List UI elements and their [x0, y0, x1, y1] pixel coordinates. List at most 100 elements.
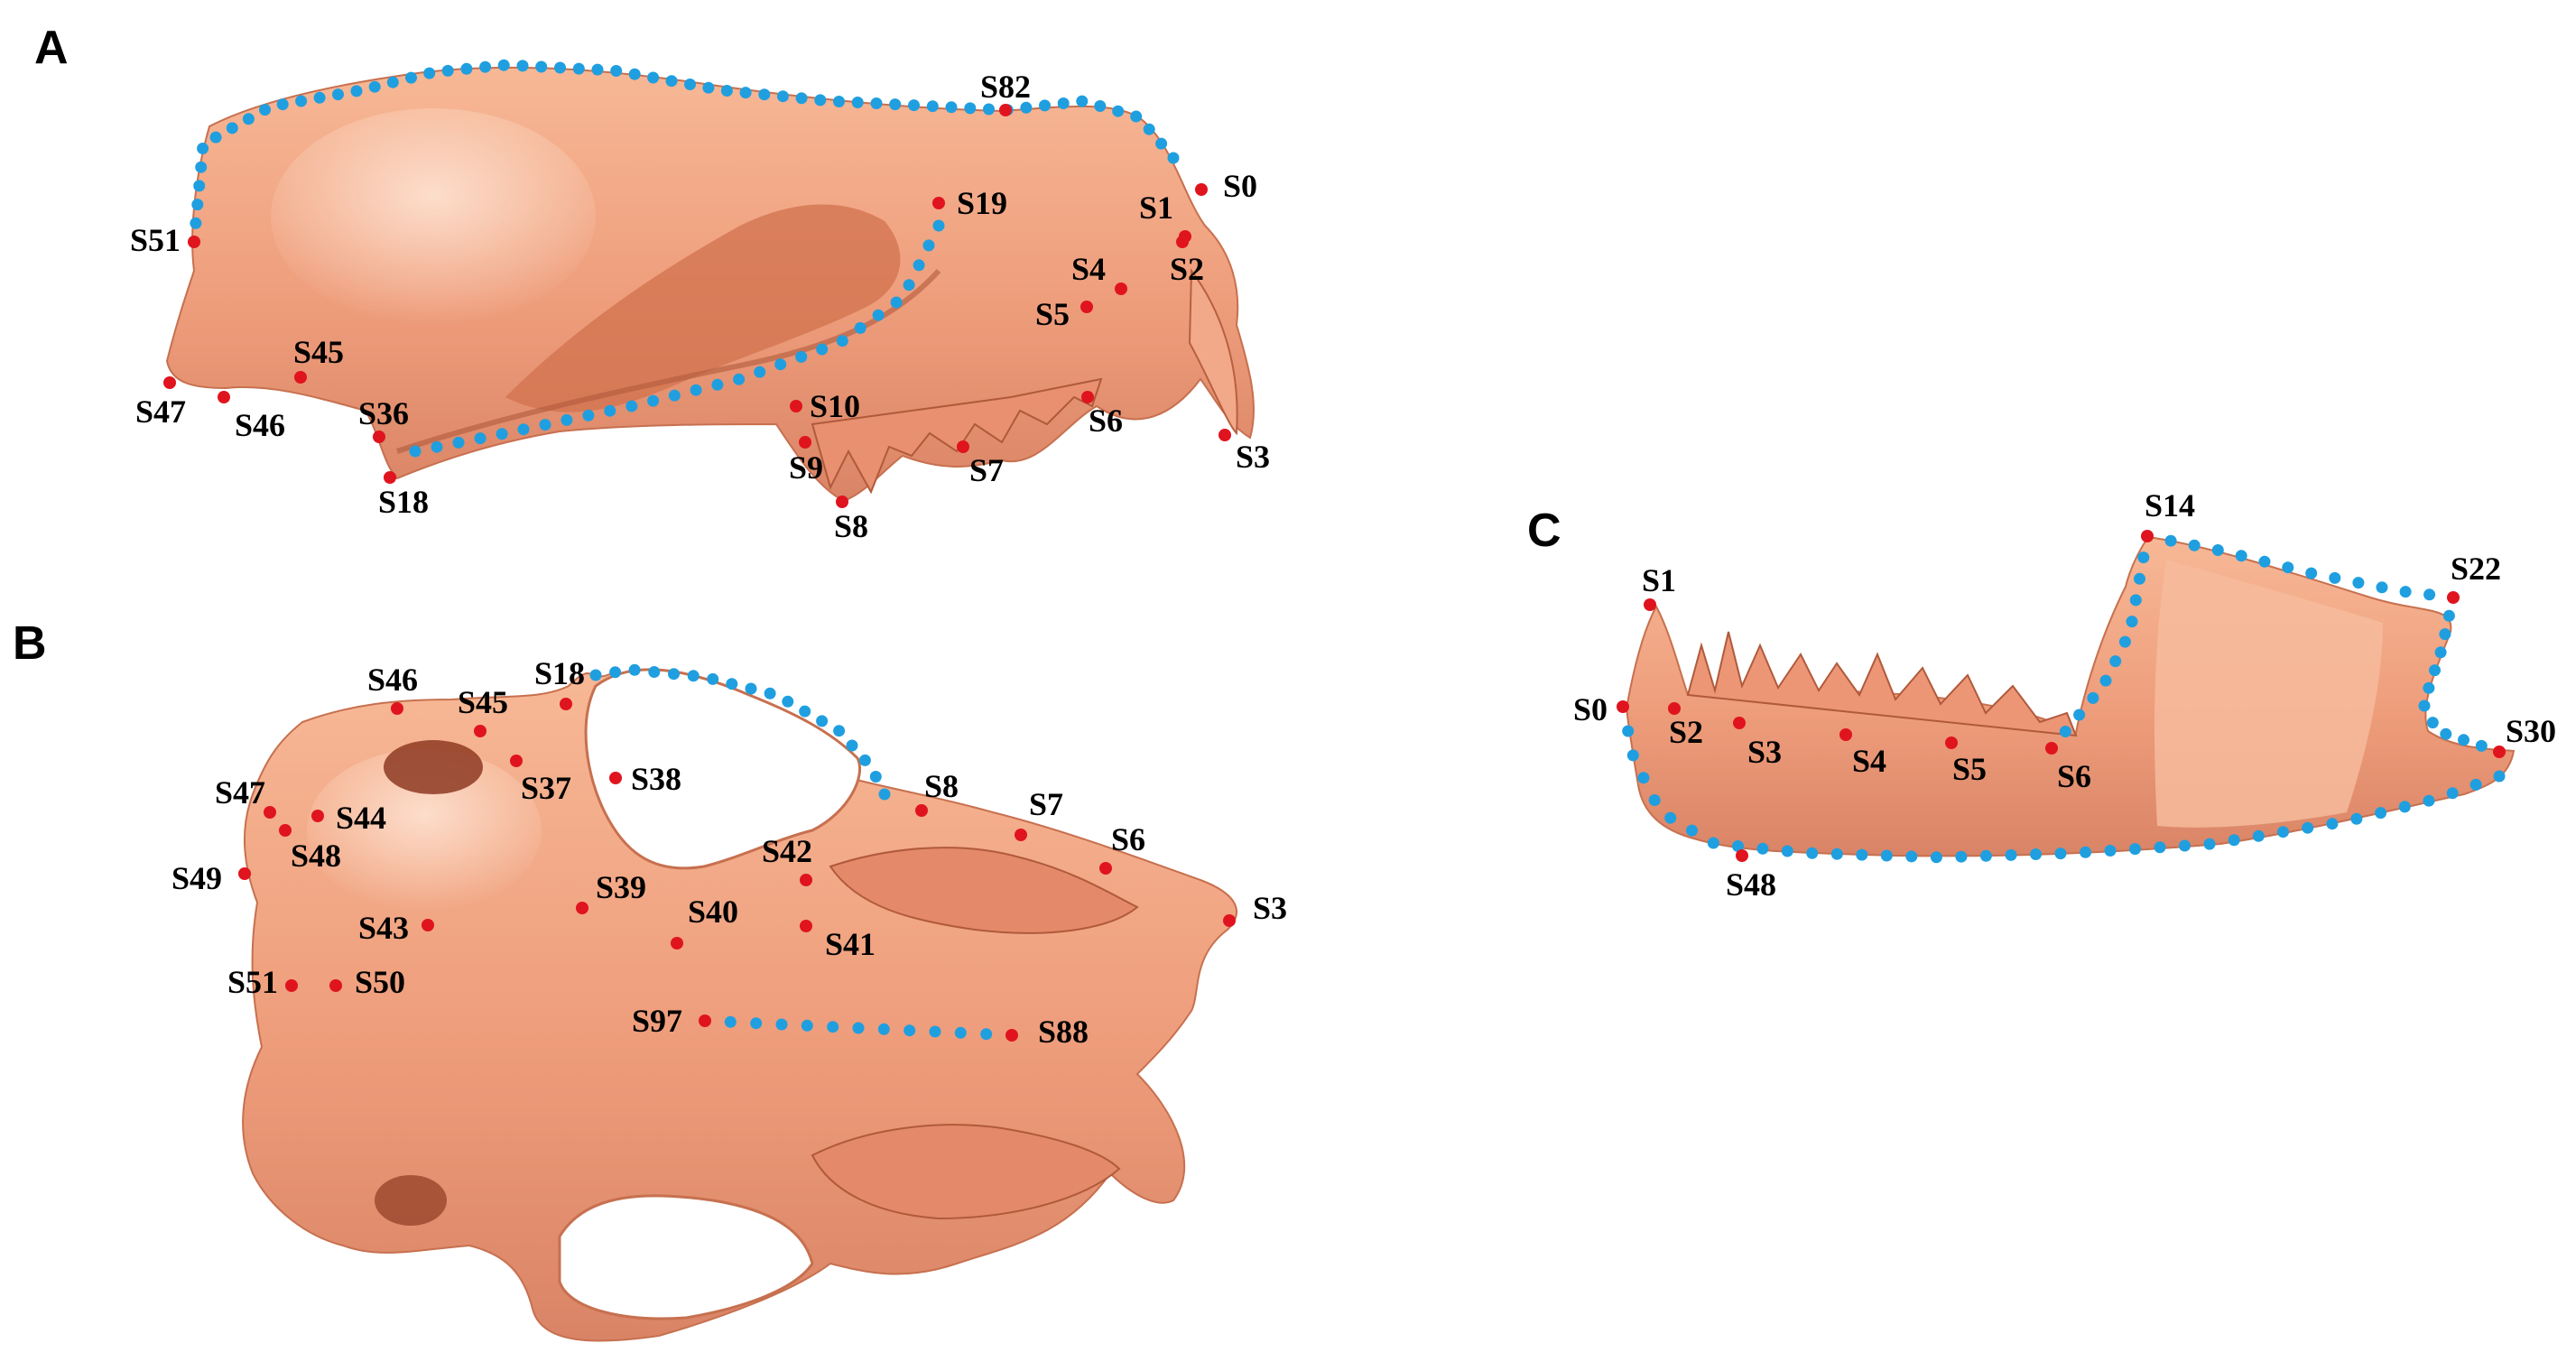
semilandmark-point [2118, 635, 2131, 648]
semilandmark-point [2376, 581, 2388, 594]
semilandmark-point [816, 343, 829, 356]
semilandmark-point [209, 131, 222, 144]
landmark-point-b-s8 [915, 804, 928, 817]
semilandmark-point [707, 672, 719, 685]
semilandmark-point [869, 771, 882, 783]
semilandmark-point [945, 101, 958, 114]
semilandmark-point [1880, 849, 1893, 862]
landmark-point-b-s45 [474, 725, 486, 737]
landmark-label-b-s40: S40 [688, 894, 738, 930]
landmark-label-b-s88: S88 [1038, 1014, 1089, 1050]
landmark-label-a-s0: S0 [1223, 168, 1257, 204]
semilandmark-point [1637, 772, 1650, 784]
landmark-label-c-s0: S0 [1573, 691, 1608, 727]
semilandmark-point [2305, 567, 2318, 579]
semilandmark-point [795, 92, 808, 105]
semilandmark-point [782, 695, 794, 708]
landmark-point-a-s2 [1176, 236, 1189, 248]
semilandmark-point [496, 428, 508, 440]
semilandmark-point [582, 409, 595, 421]
semilandmark-point [2398, 801, 2411, 813]
landmark-label-b-s45: S45 [458, 684, 508, 720]
landmark-point-a-s18 [384, 471, 396, 484]
landmark-point-c-s0 [1617, 700, 1629, 713]
semilandmark-point [423, 67, 436, 79]
landmark-point-a-s47 [163, 376, 176, 389]
semilandmark-point [197, 143, 209, 154]
semilandmark-point [2154, 841, 2166, 854]
semilandmark-point [2109, 655, 2122, 668]
semilandmark-point [922, 239, 935, 252]
semilandmark-point [313, 91, 326, 104]
landmark-point-a-s36 [373, 431, 385, 443]
semilandmark-point [386, 76, 399, 88]
semilandmark-point [932, 219, 945, 232]
semilandmark-point [332, 88, 344, 101]
semilandmark-point [2446, 787, 2459, 800]
semilandmark-point [724, 1015, 737, 1028]
semilandmark-point [2423, 681, 2435, 694]
landmark-point-c-s5 [1945, 736, 1958, 749]
semilandmark-point [2277, 826, 2289, 838]
semilandmark-point [350, 85, 363, 97]
semilandmark-point [609, 666, 622, 679]
landmark-label-a-s4: S4 [1071, 251, 1106, 287]
landmark-label-a-s36: S36 [358, 395, 409, 431]
semilandmark-point [1664, 811, 1677, 824]
landmark-point-b-s48 [279, 824, 292, 837]
semilandmark-point [2252, 829, 2265, 842]
semilandmark-point [799, 705, 811, 718]
semilandmark-point [726, 678, 738, 690]
landmark-label-b-s18: S18 [534, 655, 585, 691]
semilandmark-point [2352, 577, 2365, 589]
semilandmark-point [854, 321, 866, 334]
semilandmark-point [872, 309, 885, 321]
semilandmark-point [1930, 851, 1942, 864]
semilandmark-point [739, 87, 752, 99]
semilandmark-point [668, 389, 681, 402]
semilandmark-point [774, 358, 787, 371]
semilandmark-point [2129, 594, 2142, 607]
semilandmark-point [190, 217, 202, 229]
semilandmark-point [2203, 838, 2216, 850]
semilandmark-point [2164, 534, 2177, 547]
semilandmark-point [441, 64, 454, 77]
semilandmark-point [889, 98, 902, 111]
semilandmark-point [720, 85, 733, 97]
semilandmark-point [776, 90, 789, 103]
semilandmark-point [711, 378, 724, 391]
landmark-point-b-s42 [800, 874, 812, 886]
landmark-label-b-s51: S51 [227, 964, 278, 1000]
landmark-label-b-s6: S6 [1111, 821, 1145, 857]
landmark-point-a-s8 [836, 496, 848, 508]
semilandmark-point [2434, 646, 2447, 659]
landmark-point-c-s48 [1736, 849, 1748, 862]
mandible-ramus [2154, 560, 2383, 828]
panel-c: C [1527, 505, 2516, 857]
landmark-label-b-s3: S3 [1253, 890, 1287, 926]
semilandmark-point [539, 419, 551, 431]
landmark-point-b-s51 [285, 979, 298, 992]
semilandmark-point [929, 1025, 941, 1038]
semilandmark-point [1155, 137, 1168, 150]
semilandmark-point [2137, 551, 2150, 564]
semilandmark-point [890, 296, 903, 309]
landmark-point-a-s7 [957, 440, 969, 453]
landmark-label-c-s4: S4 [1852, 743, 1886, 779]
landmark-label-a-s10: S10 [810, 388, 860, 424]
semilandmark-point [2126, 616, 2138, 628]
landmark-point-c-s6 [2045, 742, 2058, 755]
landmark-label-c-s2: S2 [1669, 714, 1703, 750]
landmark-point-a-s19 [932, 197, 945, 209]
semilandmark-point [2475, 739, 2488, 752]
semilandmark-point [2329, 571, 2341, 584]
semilandmark-point [1830, 848, 1843, 860]
landmark-point-a-s0 [1195, 183, 1208, 196]
semilandmark-point [2442, 609, 2455, 622]
landmark-label-a-s82: S82 [980, 69, 1031, 105]
semilandmark-point [2375, 807, 2387, 820]
landmark-point-c-s1 [1644, 598, 1656, 611]
semilandmark-point [2258, 555, 2271, 568]
semilandmark-point [474, 432, 486, 445]
